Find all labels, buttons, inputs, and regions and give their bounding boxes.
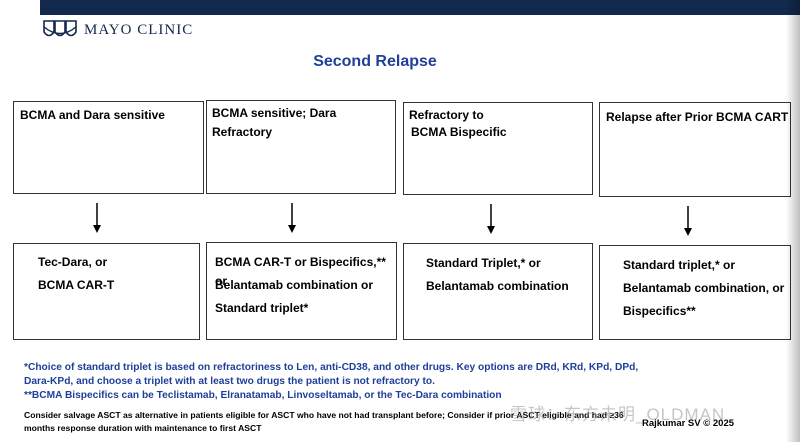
watermark: 雪球：东方未明_OLDMAN [510,405,726,424]
author-credit: Rajkumar SV © 2025 [642,418,735,429]
treatment-line: Tec-Dara, or [38,255,108,269]
treatment-line: Standard triplet* [215,301,309,315]
treatment-line: Belantamab combination, or [623,281,785,295]
scenario-label-4: Relapse after Prior BCMA CART [606,110,789,124]
down-arrow-icon [684,206,692,236]
treatment-line: Standard triplet,* or [623,258,736,272]
treatment-line: Belantamab combination or [215,278,374,292]
scenario-label-3a: Refractory to [409,108,484,122]
brand-name: MAYO CLINIC [84,21,194,38]
footnote-standard-triplet: *Choice of standard triplet is based on … [24,362,639,387]
treatment-line: Standard Triplet,* or [426,256,541,270]
scenario-label-1: BCMA and Dara sensitive [20,108,165,122]
down-arrow-icon [288,203,296,233]
treatment-line: Belantamab combination [426,279,569,293]
down-arrow-icon [487,204,495,234]
right-edge-shadow [786,0,800,442]
treatment-box-2: BCMA CAR-T or Bispecifics,** or Belantam… [206,242,397,340]
treatment-line: Bispecifics** [623,304,696,318]
mayo-shields-icon [43,20,77,37]
page-title: Second Relapse [313,53,437,70]
down-arrow-icon [93,203,101,233]
scenario-box-1: BCMA and Dara sensitive [13,101,204,194]
scenario-label-2: BCMA sensitive; Dara Refractory [212,106,337,139]
footnote-bispecifics: **BCMA Bispecifics can be Teclistamab, E… [24,390,502,401]
scenario-box-3: Refractory to BCMA Bispecific [403,102,593,195]
treatment-box-3: Standard Triplet,* or Belantamab combina… [403,243,593,340]
footnotes: *Choice of standard triplet is based on … [24,361,644,403]
scenario-box-4: Relapse after Prior BCMA CART [599,102,791,197]
treatment-box-4: Standard triplet,* or Belantamab combina… [599,245,791,340]
scenario-box-2: BCMA sensitive; Dara Refractory [206,100,396,194]
treatment-box-1: Tec-Dara, or BCMA CAR-T [13,243,200,340]
treatment-line: BCMA CAR-T [38,278,115,292]
treatment-line: BCMA CAR-T or Bispecifics,** or [215,255,386,288]
header-bar [40,0,800,15]
brand-logo: MAYO CLINIC [42,18,193,42]
footnote-asct: Consider salvage ASCT as alternative in … [24,410,624,433]
scenario-label-3b: BCMA Bispecific [411,125,507,139]
